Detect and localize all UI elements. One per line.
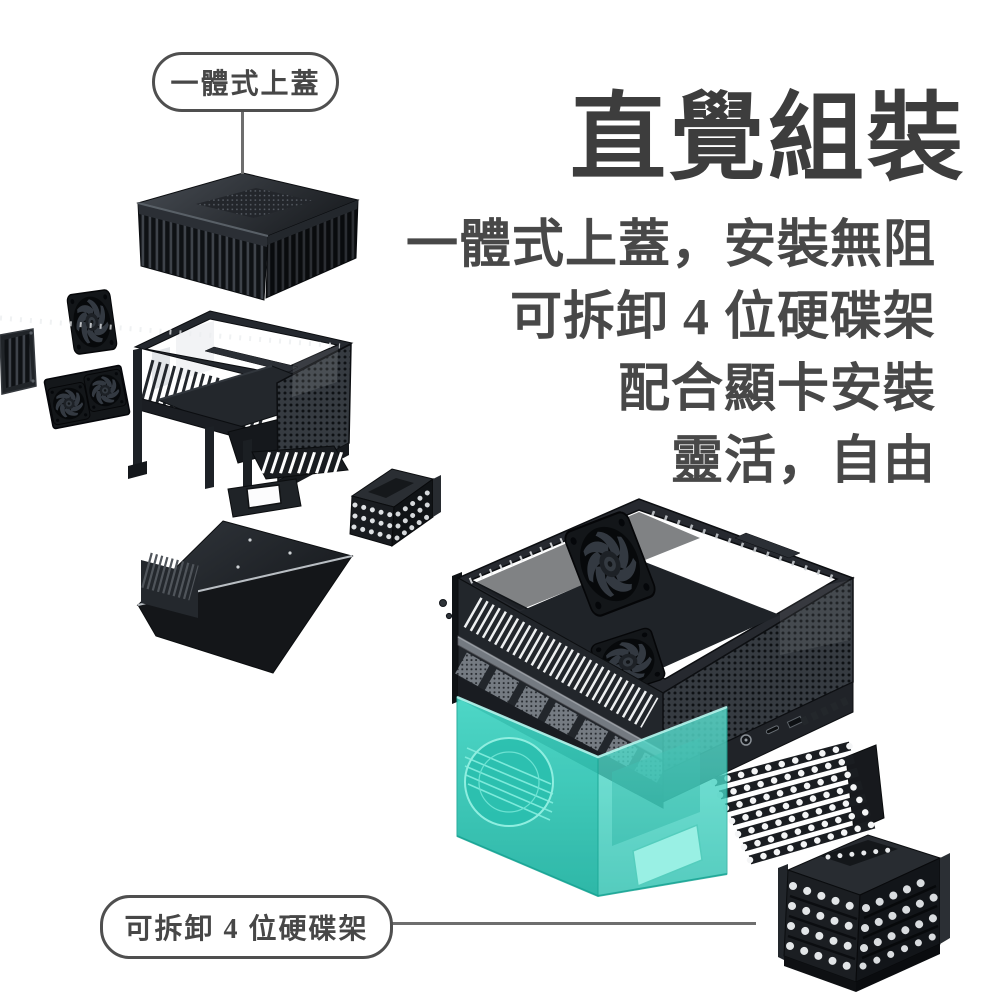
bottom-shell: [136, 520, 354, 674]
dust-filter-panel: [0, 328, 37, 395]
top-cover-part: [136, 172, 360, 301]
loose-screws: [439, 599, 453, 620]
front-io-ports: [740, 696, 850, 746]
headline-line-3: 配合顯卡安裝: [617, 360, 936, 418]
headline-line-2: 可拆卸 4 位硬碟架: [509, 288, 936, 346]
headline-block: 直覺組裝 一體式上蓋，安裝無阻 可拆卸 4 位硬碟架 配合顯卡安裝 靈活，自由: [406, 90, 966, 498]
dual-fan-bracket: [43, 364, 131, 430]
headline-line-1: 一體式上蓋，安裝無阻: [405, 216, 936, 274]
callout-hdd-cage: 可拆卸 4 位硬碟架: [100, 895, 393, 959]
hdd-cage-leader-line: [387, 922, 756, 925]
gpu-bracket-rail: [227, 439, 349, 518]
callout-hdd-cage-label: 可拆卸 4 位硬碟架: [124, 914, 369, 945]
headline-line-4: 靈活，自由: [670, 432, 936, 490]
assembled-case: [439, 498, 950, 992]
headline-subtitle: 一體式上蓋，安裝無阻 可拆卸 4 位硬碟架 配合顯卡安裝 靈活，自由: [406, 210, 966, 498]
callout-top-cover: 一體式上蓋: [152, 52, 339, 112]
headline-title: 直覺組裝: [570, 85, 966, 192]
exploded-view: [0, 172, 441, 674]
hdd-tray-rails: [710, 741, 885, 865]
single-fan: [65, 288, 119, 356]
psu-fan-grille: [464, 737, 554, 827]
top-cover-leader-line: [241, 108, 244, 174]
hdd-cage: [778, 834, 950, 992]
hdd-cage-small: [349, 468, 441, 548]
psu-chamber-highlight: [456, 695, 728, 898]
usb-c-port: [765, 725, 780, 735]
callout-top-cover-label: 一體式上蓋: [170, 69, 321, 100]
